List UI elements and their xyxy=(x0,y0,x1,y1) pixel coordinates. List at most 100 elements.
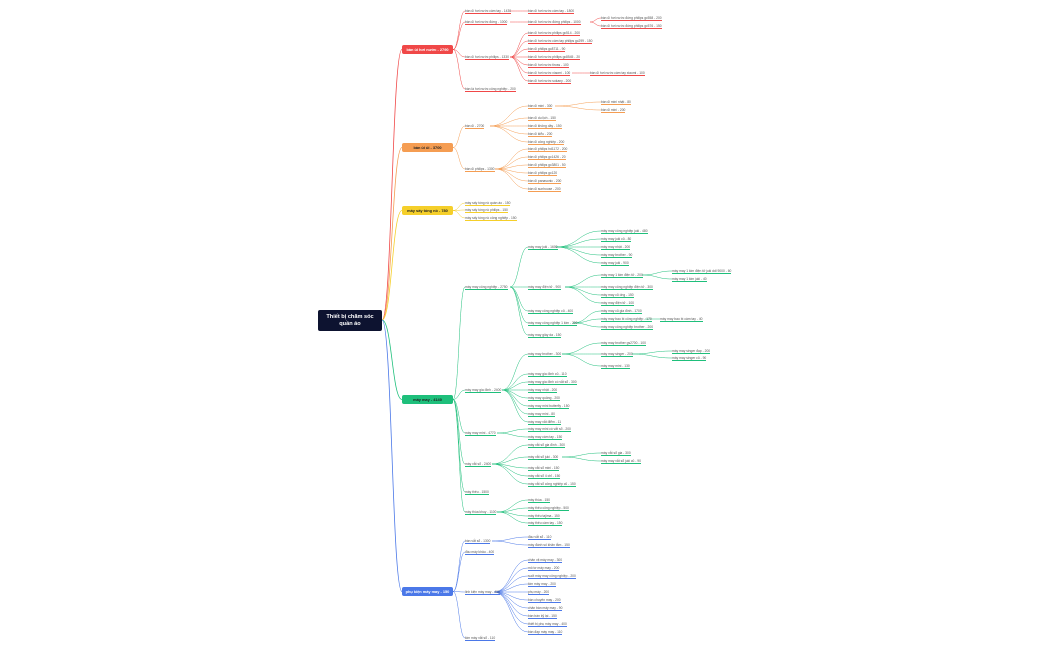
node-orange[interactable]: bàn ủi mini - 300 xyxy=(528,104,553,109)
node-green[interactable]: máy may điện tử - 100 xyxy=(601,301,634,306)
node-green[interactable]: máy thêu công nghiệp - 500 xyxy=(528,506,569,511)
node-blue[interactable]: bàn chuyên may - 200 xyxy=(528,598,561,603)
node-green[interactable]: máy may gia đình cũ - 110 xyxy=(528,372,567,377)
node-orange[interactable]: bàn ủi philips gc3801 - 50 xyxy=(528,163,566,168)
node-green[interactable]: máy may gia đình - 2400 xyxy=(465,388,502,393)
node-orange[interactable]: bàn ủi kiểu - 200 xyxy=(528,132,553,137)
node-yellow[interactable]: máy sấy tóng nồ quần áo - 150 xyxy=(465,201,511,206)
node-red[interactable]: bàn ủi hơi nước đứng - 1000 xyxy=(465,20,508,25)
node-orange[interactable]: bàn ủi - 2700 xyxy=(465,124,485,129)
node-blue[interactable]: suốt máy may công nghiệp - 200 xyxy=(528,574,576,579)
node-blue[interactable]: bàn vắt sổ - 1300 xyxy=(465,539,491,544)
node-red[interactable]: bàn ủi hơi nước cầm tay - 1430 xyxy=(465,9,512,14)
node-green[interactable]: máy may 1 kim juki - 40 xyxy=(672,277,707,282)
node-green[interactable]: máy may brother gs2700 - 100 xyxy=(601,341,646,346)
node-red[interactable]: bàn ủi hơi nước philips - 1330 xyxy=(465,55,509,60)
node-blue[interactable]: đầu vắt sổ - 110 xyxy=(528,535,552,540)
node-green[interactable]: máy may giày da - 150 xyxy=(528,333,562,338)
node-blue[interactable]: chân bàn máy may - 90 xyxy=(528,606,563,611)
node-green[interactable]: máy may công nghiệp 1 kim - 200 xyxy=(528,321,578,326)
node-green[interactable]: máy vắt sổ gia - 300 xyxy=(601,451,631,456)
node-blue[interactable]: bàn bàn kỹ lại - 150 xyxy=(528,614,557,619)
node-green[interactable]: máy thêu - 1500 xyxy=(465,490,489,495)
node-blue[interactable]: chân vịt máy may - 300 xyxy=(528,558,563,563)
node-green[interactable]: máy vắt sổ 4 chỉ - 150 xyxy=(528,474,561,479)
node-green[interactable]: máy may điện tử - 900 xyxy=(528,285,561,290)
category-dryer[interactable]: máy sấy tóng nồ - 780 xyxy=(402,206,453,215)
node-orange[interactable]: bàn ủi sunhouse - 200 xyxy=(528,187,561,192)
node-green[interactable]: máy may cũ ống - 150 xyxy=(601,293,634,298)
node-red[interactable]: bàn ủi hơi nước cầm tay - 1800 xyxy=(528,9,575,14)
node-green[interactable]: máy may mini - 80 xyxy=(528,412,555,417)
node-green[interactable]: máy may bao bì công nghiệp - 170 xyxy=(601,317,652,322)
category-sewing-machine[interactable]: máy may - 4140 xyxy=(402,395,453,404)
node-blue[interactable]: bàn đạp máy may - 110 xyxy=(528,630,563,635)
node-green[interactable]: máy thùa - 150 xyxy=(528,498,550,503)
node-orange[interactable]: bàn ủi công nghiệp - 200 xyxy=(528,140,565,145)
node-green[interactable]: máy may mini - 4770 xyxy=(465,431,496,436)
node-green[interactable]: máy vắt sổ mini - 150 xyxy=(528,466,560,471)
node-green[interactable]: máy may mini butterfly - 150 xyxy=(528,404,570,409)
node-green[interactable]: máy may juki - 900 xyxy=(601,261,629,266)
node-green[interactable]: máy may brother - 300 xyxy=(528,352,562,357)
node-orange[interactable]: bàn ủi panasonic - 200 xyxy=(528,179,562,184)
category-accessories[interactable]: phụ kiện máy may - 150 xyxy=(402,587,453,596)
node-blue[interactable]: phụ máy - 200 xyxy=(528,590,550,595)
node-red[interactable]: bàn ủi hơi nước philips gc514 - 200 xyxy=(528,31,580,36)
node-blue[interactable]: linh kiện máy may - 400 xyxy=(465,590,500,595)
root-node[interactable]: Thiết bị chăm sóc quần áo xyxy=(318,310,382,331)
node-orange[interactable]: bàn ủi không dây - 150 xyxy=(528,124,562,129)
node-red[interactable]: bàn ủi hơi nước xiaomi - 100 xyxy=(528,71,571,76)
node-green[interactable]: máy may juki cũ - 80 xyxy=(601,237,632,242)
node-blue[interactable]: mô tơ máy may - 200 xyxy=(528,566,560,571)
node-yellow[interactable]: máy sấy tóng nồ công nghiệp - 150 xyxy=(465,216,517,221)
node-orange[interactable]: bàn ủi philips hd1172 - 200 xyxy=(528,147,568,152)
node-green[interactable]: máy may singer cũ - 90 xyxy=(672,356,707,361)
node-green[interactable]: máy may 1 kim điện tử juki ddl 9000 - 60 xyxy=(672,269,732,274)
node-green[interactable]: máy vắt sổ juki - 300 xyxy=(528,455,559,460)
node-green[interactable]: máy thùa khuy - 1100 xyxy=(465,510,497,515)
node-green[interactable]: máy may singer - 200 xyxy=(601,352,633,357)
node-orange[interactable]: bàn ủi du lịch - 150 xyxy=(528,116,556,121)
node-red[interactable]: bàn ủi hơi nước philips gc8545 - 20 xyxy=(528,55,580,60)
node-green[interactable]: máy may vắt điểm - 11 xyxy=(528,420,562,425)
node-green[interactable]: máy vắt sổ gia đình - 300 xyxy=(528,443,566,448)
category-iron[interactable]: bàn ủi ủi - 3700 xyxy=(402,143,453,152)
node-green[interactable]: máy vắt sổ - 2400 xyxy=(465,462,492,467)
node-red[interactable]: bàn ủi hơi nước cầm tay philips gc299 - … xyxy=(528,39,593,44)
node-green[interactable]: máy may quảng - 200 xyxy=(528,396,560,401)
node-orange[interactable]: bàn ủi mini - 200 xyxy=(601,108,626,113)
node-blue[interactable]: máy đánh số khăn tắm - 150 xyxy=(528,543,570,548)
node-green[interactable]: máy may juki - 1600 xyxy=(528,245,558,250)
node-orange[interactable]: bàn ủi philips gc120 xyxy=(528,171,558,176)
node-green[interactable]: máy may nhật - 200 xyxy=(601,245,631,250)
node-orange[interactable]: bàn ủi philips - 1300 xyxy=(465,167,495,172)
node-red[interactable]: bàn ủi hơi nước đứng philips gc558 - 200 xyxy=(601,16,662,21)
node-blue[interactable]: kim máy vắt sổ - 110 xyxy=(465,636,496,641)
category-steam-iron[interactable]: bàn ủi hơi nước - 2790 xyxy=(402,45,453,54)
node-green[interactable]: máy thêu tajima - 150 xyxy=(528,514,560,519)
node-blue[interactable]: kim máy may - 200 xyxy=(528,582,556,587)
node-green[interactable]: máy may brother - 90 xyxy=(601,253,633,258)
node-green[interactable]: máy may mini - 130 xyxy=(601,364,630,369)
node-green[interactable]: máy may công nghiệp cũ - 400 xyxy=(528,309,574,314)
node-yellow[interactable]: máy sấy tóng nồ philips - 150 xyxy=(465,208,508,213)
node-red[interactable]: bàn ủi hơi nước tiross - 100 xyxy=(528,63,569,68)
node-green[interactable]: máy may vắt sổ juki cũ - 90 xyxy=(601,459,641,464)
node-orange[interactable]: bàn ủi philips gc1426 - 20 xyxy=(528,155,566,160)
node-green[interactable]: máy may nhật - 200 xyxy=(528,388,558,393)
node-green[interactable]: máy vắt sổ công nghiệp cũ - 150 xyxy=(528,482,576,487)
node-blue[interactable]: đầu máy khâu - 400 xyxy=(465,550,495,555)
node-red[interactable]: bàn ủi hơi nước cầm tay xiaomi - 100 xyxy=(590,71,645,76)
node-green[interactable]: máy may gia đình có vắt sổ - 300 xyxy=(528,380,577,385)
node-green[interactable]: máy may singer đạp - 200 xyxy=(672,349,711,354)
node-green[interactable]: máy thêu cầm tay - 150 xyxy=(528,521,563,526)
node-red[interactable]: bàn ủi hơi nước đứng philips - 1000 xyxy=(528,20,581,25)
node-red[interactable]: bàn là hơi nước công nghiệp - 200 xyxy=(465,87,516,92)
node-red[interactable]: bàn ủi philips gc8711 - 90 xyxy=(528,47,566,52)
node-green[interactable]: máy may cũ gia đình - 1700 xyxy=(601,309,642,314)
node-green[interactable]: máy may 1 kim điện tử - 200 xyxy=(601,273,643,278)
node-green[interactable]: máy may bao bì cầm tay - 40 xyxy=(660,317,703,322)
node-green[interactable]: máy may công nghiệp - 2750 xyxy=(465,285,508,290)
node-green[interactable]: máy may công nghiệp juki - 480 xyxy=(601,229,648,234)
